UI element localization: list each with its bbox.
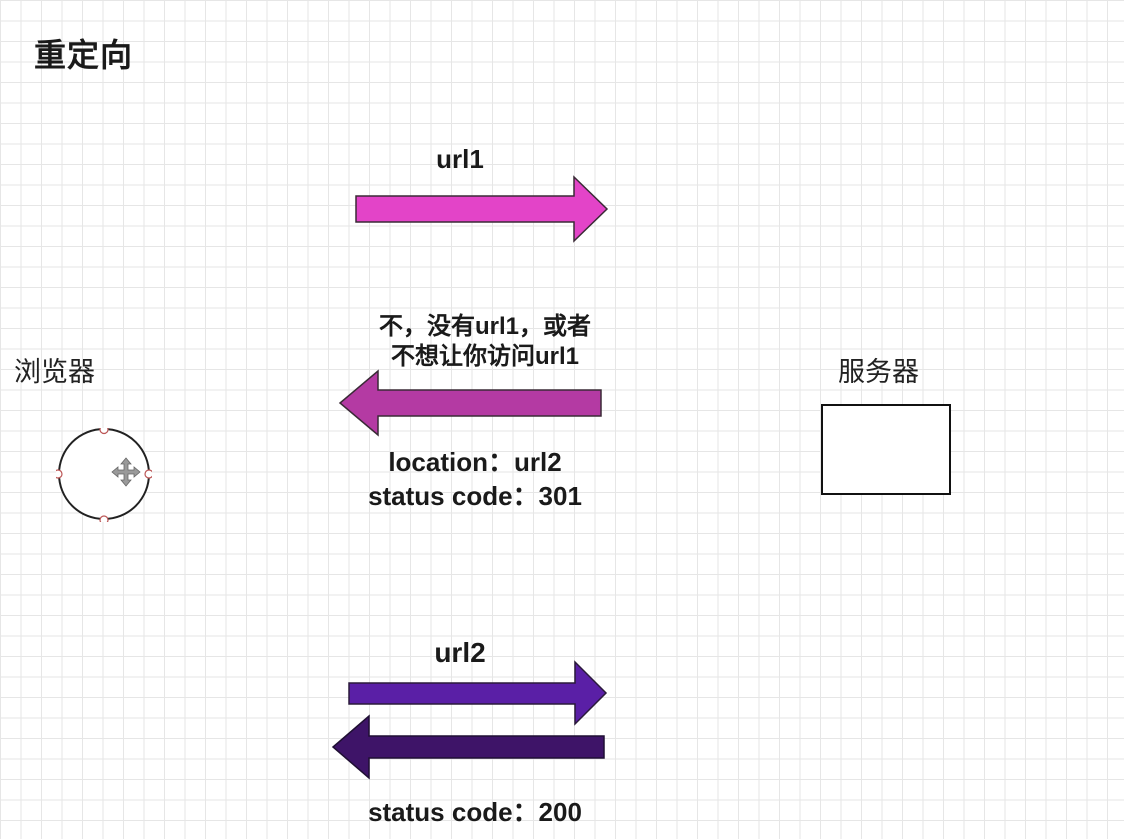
status-301: status code：301 (368, 481, 582, 511)
response1-arrow-shape (338, 369, 602, 437)
browser-circle-icon[interactable] (56, 428, 152, 522)
page-title: 重定向 (34, 37, 134, 73)
response1-arrow (338, 369, 602, 437)
response1-line-2: 不想让你访问url1 (390, 343, 579, 370)
response1-headers: location：url2 status code：301 (300, 445, 650, 513)
browser-label: 浏览器 (14, 357, 95, 387)
response2-arrow-shape (331, 714, 605, 780)
request1-label: url1 (436, 144, 484, 174)
request2-arrow (348, 660, 608, 726)
request1-arrow-shape (355, 175, 609, 243)
move-cursor-icon (111, 457, 141, 487)
resize-handle-right (144, 469, 152, 479)
server-box[interactable] (821, 404, 951, 495)
status-200: status code：200 (368, 797, 582, 827)
resize-handle-left (56, 469, 63, 479)
response1-line-1: 不，没有url1，或者 (378, 313, 591, 340)
request2-arrow-shape (348, 660, 608, 726)
response1-text: 不，没有url1，或者 不想让你访问url1 (300, 312, 670, 372)
request2-label: url2 (434, 637, 486, 668)
resize-handle-top (99, 428, 109, 435)
location-header: location：url2 (388, 447, 562, 477)
server-label: 服务器 (838, 357, 919, 387)
request1-arrow (355, 175, 609, 243)
resize-handle-bottom (99, 515, 109, 522)
response2-arrow (331, 714, 605, 780)
